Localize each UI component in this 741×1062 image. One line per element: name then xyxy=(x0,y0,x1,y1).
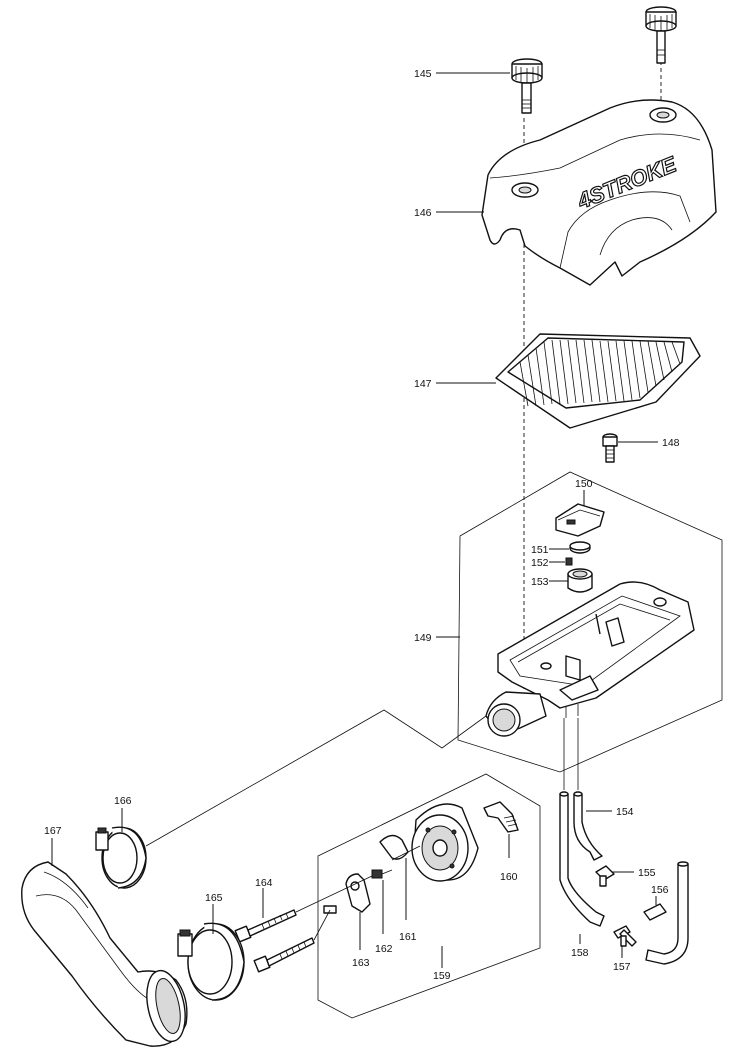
label-147: 147 xyxy=(414,378,432,390)
housing-group-box-149 xyxy=(457,471,723,773)
label-164: 164 xyxy=(255,877,273,889)
label-159: 159 xyxy=(433,970,451,982)
knob-screw-145 xyxy=(511,58,543,114)
bracket-163 xyxy=(323,873,371,914)
label-154: 154 xyxy=(616,806,634,818)
bent-hose xyxy=(645,861,689,965)
label-165: 165 xyxy=(205,892,223,904)
fitting-155 xyxy=(595,865,615,887)
t-connector-157 xyxy=(613,925,637,947)
rotor-housing xyxy=(411,803,479,882)
pin-156 xyxy=(643,903,667,921)
label-156: 156 xyxy=(651,884,669,896)
label-158: 158 xyxy=(571,947,589,959)
screw-162 xyxy=(371,869,393,879)
screw-152 xyxy=(565,557,573,566)
label-153: 153 xyxy=(531,576,549,588)
label-155: 155 xyxy=(638,867,656,879)
washer-151 xyxy=(569,541,591,554)
label-150: 150 xyxy=(575,478,593,490)
label-151: 151 xyxy=(531,544,549,556)
label-161: 161 xyxy=(399,931,417,943)
spring-clip-160 xyxy=(483,801,519,833)
ignition-group-box-159 xyxy=(317,773,541,1019)
label-157: 157 xyxy=(613,961,631,973)
label-167: 167 xyxy=(44,825,62,837)
sleeve-153 xyxy=(567,568,593,593)
label-152: 152 xyxy=(531,557,549,569)
label-162: 162 xyxy=(375,943,393,955)
intake-duct-167 xyxy=(21,861,188,1047)
label-149: 149 xyxy=(414,632,432,644)
bolt-148 xyxy=(602,433,618,463)
label-166: 166 xyxy=(114,795,132,807)
air-cleaner-cover-146: 4STROKE xyxy=(481,99,717,286)
air-filter-147 xyxy=(495,333,701,429)
plate-161 xyxy=(379,834,409,860)
air-cleaner-housing xyxy=(485,581,695,737)
clamp-165 xyxy=(177,922,245,1001)
hose-158 xyxy=(559,791,605,927)
connector-line-bolt-2 xyxy=(313,909,331,941)
label-146: 146 xyxy=(414,207,432,219)
connector-line-duct-to-housing xyxy=(145,709,487,847)
connector-line-bolt-1 xyxy=(295,875,373,913)
label-145: 145 xyxy=(414,68,432,80)
label-160: 160 xyxy=(500,871,518,883)
clamp-166 xyxy=(95,826,147,889)
connector-line-plate xyxy=(391,845,421,861)
cap-150 xyxy=(555,503,605,537)
hose-154 xyxy=(573,791,603,861)
label-163: 163 xyxy=(352,957,370,969)
bolts-164 xyxy=(234,909,315,973)
knob-screw-right xyxy=(645,6,677,64)
label-148: 148 xyxy=(662,437,680,449)
